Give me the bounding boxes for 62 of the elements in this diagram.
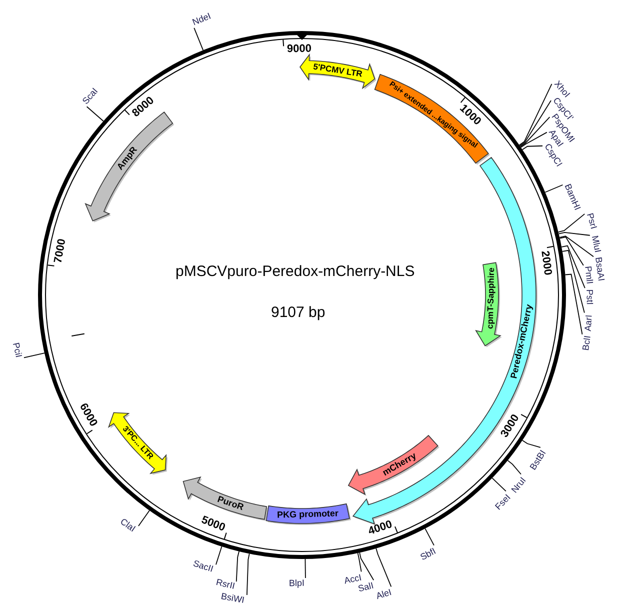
restriction-site-label: ClaI [118,516,138,534]
leader-line [559,236,584,266]
leader-line [359,552,374,581]
restriction-site-label: AleI [374,587,393,602]
restriction-site-label: SacII [192,558,215,574]
feature-block [346,433,442,498]
leader-line [507,460,522,475]
leader-line [564,274,583,335]
leader-line [520,116,550,148]
leader-line [86,106,104,122]
leader-line [558,232,590,236]
restriction-site-label: AarI [583,314,594,332]
leader-line [492,478,506,492]
position-label: 9000 [286,42,312,56]
feature-label: cpmT-Sapphire [486,268,496,330]
leader-line [562,250,585,314]
restriction-site-label: PstI [584,289,596,305]
plasmid-size: 9107 bp [271,304,326,322]
leader-line [558,214,586,232]
leader-line [518,83,552,146]
position-label: 5000 [200,514,228,534]
leader-line [357,552,362,572]
feature-label: PuroR [216,495,244,512]
leader-line [522,145,543,150]
leader-line [138,510,150,526]
restriction-site-label: BclI [580,335,592,352]
feature-box [264,501,354,527]
leader-line [304,558,306,578]
leader-line [561,245,586,289]
position-label: 7000 [52,238,68,265]
restriction-site-label: MluI [590,234,604,253]
leader-line [424,528,434,546]
restriction-site-label: PciI [10,342,24,359]
restriction-site-label: PmlI [584,265,596,284]
leader-line [236,550,240,582]
restriction-site-label: PsrI [584,212,599,230]
restriction-site-label: BsiWI [220,590,246,605]
position-label: 4000 [366,518,394,538]
leader-line [559,236,594,258]
plasmid-name: pMSCVpuro-Peredox-mCherry-NLS [176,263,415,281]
feature-label: PKG promoter [276,510,338,520]
restriction-site-label: BsaAI [594,256,607,282]
leader-line [376,548,392,588]
restriction-site-label: NdeI [191,11,213,28]
feature-block [298,52,379,92]
leader-line [246,553,250,596]
feature-block [106,410,170,477]
leader-line [544,184,564,193]
feature-block [473,260,504,350]
position-label: 2000 [538,250,554,276]
leader-line [519,100,552,146]
restriction-site-label: RsrII [214,577,236,592]
restriction-site-label: SbfI [418,546,438,562]
leader-line [216,546,222,566]
leader-line [522,440,541,448]
feature-label: 5'PCMV LTR [312,62,363,78]
restriction-site-label: BlpI [288,578,304,588]
leader-line [194,28,204,51]
leader-line [520,132,548,148]
leader-line [24,352,45,358]
feature-box [372,72,492,167]
position-label: 6000 [76,402,99,430]
